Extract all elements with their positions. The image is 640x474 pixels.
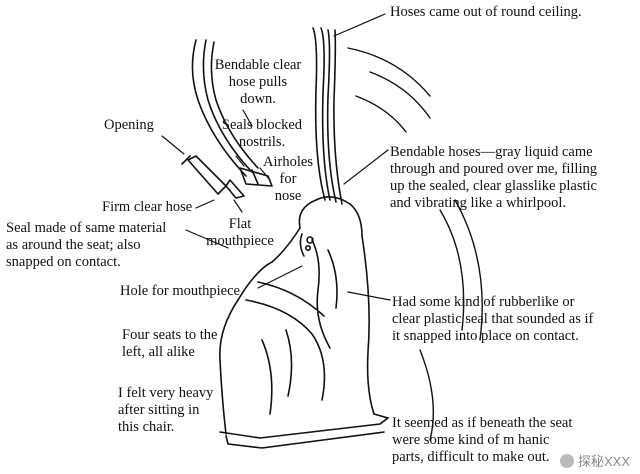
label-hoses-ceiling: Hoses came out of round ceiling. xyxy=(390,4,582,20)
label-beneath-seat: It seemed as if beneath the seat were so… xyxy=(392,415,573,465)
label-firm-clear-hose: Firm clear hose xyxy=(102,199,193,215)
ceiling-hoses xyxy=(312,27,343,205)
chair xyxy=(219,196,389,449)
face-mask-assembly xyxy=(181,155,273,199)
watermark: 探秘XXX xyxy=(559,451,630,470)
label-hole-mouthpiece: Hole for mouthpiece xyxy=(120,283,240,299)
label-rubberlike-seal: Had some kind of rubberlike or clear pla… xyxy=(392,294,594,344)
label-flat-mouthpiece: Flat mouthpiece xyxy=(206,216,274,249)
label-opening: Opening xyxy=(104,117,154,133)
watermark-text: 探秘XXX xyxy=(577,454,630,469)
label-bendable-hoses-gray: Bendable hoses—gray liquid came through … xyxy=(390,144,597,211)
vibration-arcs xyxy=(347,47,483,441)
label-seal-material: Seal made of same material as around the… xyxy=(6,220,167,270)
label-bendable-clear-hose: Bendable clear hose pulls down. xyxy=(214,57,302,107)
label-airholes-nose: Airholes for nose xyxy=(263,154,313,204)
label-four-seats: Four seats to the left, all alike xyxy=(122,327,218,360)
label-seals-blocked-nostrils: Seals blocked nostrils. xyxy=(221,117,303,150)
label-felt-heavy: I felt very heavy after sitting in this … xyxy=(118,385,214,435)
bendable-clear-hose xyxy=(191,39,259,177)
wechat-icon xyxy=(559,453,574,468)
